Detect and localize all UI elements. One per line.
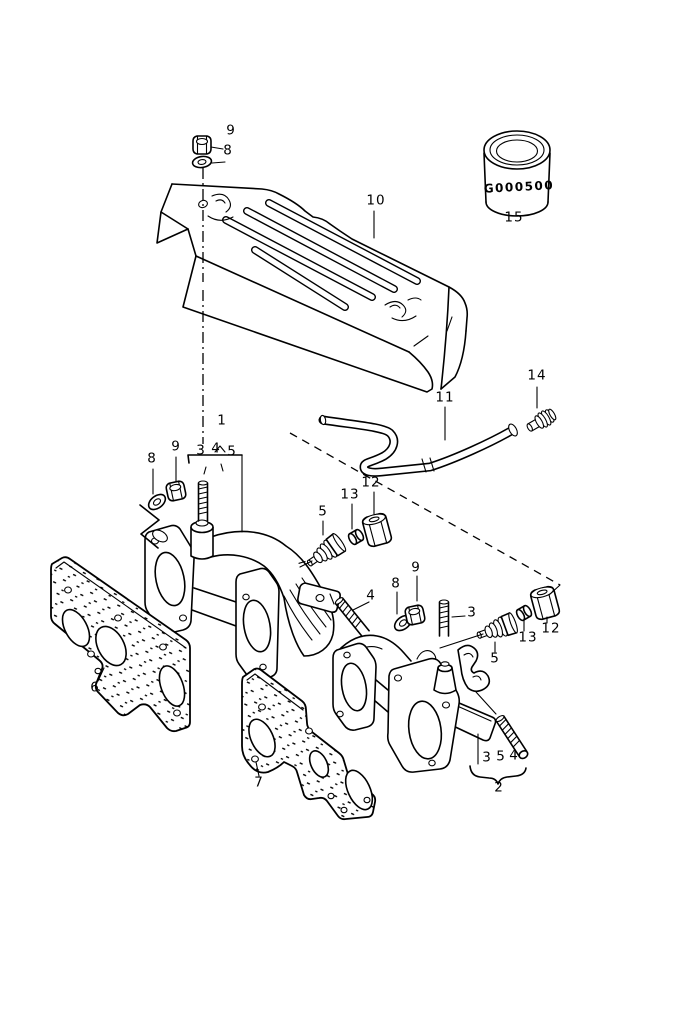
part-label-6: 6	[90, 679, 100, 696]
part-label-5: 5	[227, 443, 237, 460]
spacer-front	[347, 528, 365, 546]
part-label-2: 2	[494, 779, 504, 796]
part-label-12: 12	[541, 620, 561, 637]
washer-top	[191, 155, 213, 169]
heat-shield	[156, 183, 469, 393]
stud-4-bottom	[495, 715, 529, 760]
can-label-text: G000500	[483, 178, 554, 196]
part-label-9: 9	[226, 122, 236, 139]
part-label-3: 3	[196, 442, 206, 459]
union-nut-front	[361, 512, 393, 548]
part-label-8: 8	[391, 575, 401, 592]
stud-3-rear	[438, 599, 450, 637]
nut-rear	[404, 604, 426, 626]
part-label-7: 7	[254, 774, 264, 791]
washer-mid	[147, 493, 167, 511]
nut-mid	[165, 480, 187, 502]
union-nut-14	[526, 408, 557, 432]
manifold-rear	[332, 634, 497, 773]
part-label-5: 5	[318, 503, 328, 520]
part-label-13: 13	[518, 629, 538, 646]
part-label-9: 9	[411, 559, 421, 576]
nut-top	[192, 135, 212, 155]
part-label-4: 4	[211, 440, 221, 457]
part-label-1: 1	[217, 412, 227, 429]
part-label-3: 3	[467, 604, 477, 621]
part-label-4: 4	[509, 747, 519, 764]
union-nut-rear	[529, 585, 561, 621]
part-label-11: 11	[435, 389, 455, 406]
part-label-9: 9	[171, 438, 181, 455]
part-label-12: 12	[361, 474, 381, 491]
part-label-15: 15	[504, 209, 524, 226]
union-screw-front	[298, 532, 347, 567]
spacer-rear	[515, 604, 533, 622]
manifold-front	[139, 504, 341, 702]
stud-4-rear	[334, 597, 370, 638]
gasket-6	[50, 556, 191, 733]
connecting-pipe	[318, 414, 518, 477]
stud-3-front	[197, 480, 209, 522]
leader-lines	[97, 146, 561, 785]
part-label-13: 13	[340, 486, 360, 503]
part-label-14: 14	[527, 367, 547, 384]
sealant-can: G000500	[483, 130, 554, 217]
part-label-8: 8	[147, 450, 157, 467]
part-label-3: 3	[482, 749, 492, 766]
union-screw-rear	[476, 612, 518, 639]
part-label-10: 10	[366, 192, 386, 209]
part-label-4: 4	[366, 587, 376, 604]
part-label-8: 8	[223, 142, 233, 159]
gasket-7	[241, 667, 377, 821]
part-label-5: 5	[490, 650, 500, 667]
part-label-5: 5	[496, 748, 506, 765]
